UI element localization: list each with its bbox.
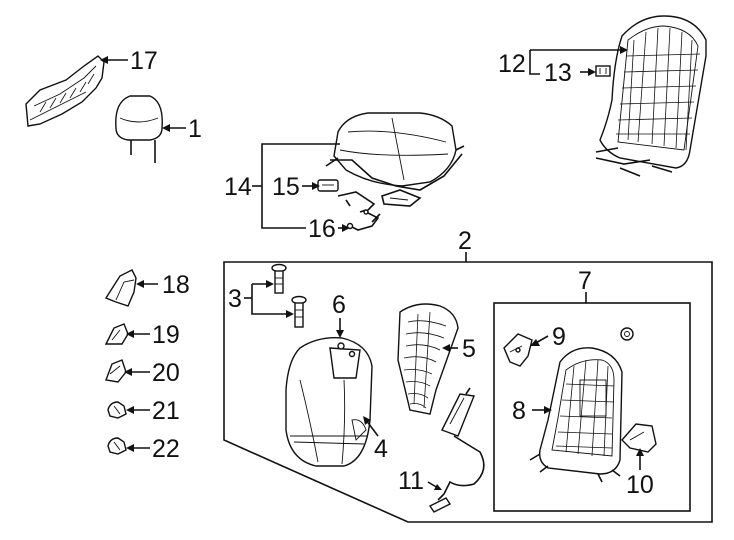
label-1: 1	[188, 115, 202, 143]
label-2: 2	[458, 227, 472, 255]
clip-13-part	[595, 65, 611, 77]
label-7: 7	[578, 267, 592, 295]
label-15: 15	[272, 173, 300, 201]
label-21: 21	[152, 397, 180, 425]
label-5: 5	[462, 335, 476, 363]
clip-21-part	[107, 401, 127, 419]
seat-back-guide-part	[428, 387, 485, 513]
lumbar-frame-part	[529, 347, 623, 483]
label-3: 3	[228, 285, 242, 313]
assembly-7-outline	[493, 302, 691, 512]
label-12: 12	[498, 50, 526, 78]
label-18: 18	[162, 271, 190, 299]
label-17: 17	[130, 47, 158, 75]
cushion-harness-part	[337, 191, 381, 231]
clip-22-part	[107, 437, 127, 455]
label-22: 22	[152, 435, 180, 463]
clip-19-part	[104, 323, 129, 345]
label-4: 4	[374, 435, 388, 463]
nut-part	[620, 327, 634, 341]
label-8: 8	[512, 397, 526, 425]
bolt-parts	[271, 263, 307, 328]
clip-20-part	[105, 359, 127, 383]
label-9: 9	[552, 323, 566, 351]
seat-back-frame-part	[595, 15, 707, 177]
seat-cushion-part	[325, 112, 465, 207]
label-19: 19	[152, 321, 180, 349]
label-14: 14	[224, 173, 252, 201]
label-16: 16	[308, 215, 336, 243]
label-11: 11	[398, 467, 424, 495]
cushion-module-part	[317, 179, 339, 192]
callout-lines	[100, 46, 644, 490]
clip-18-part	[104, 269, 137, 307]
label-13: 13	[544, 59, 572, 87]
frame-bracket-9-part	[503, 333, 533, 367]
label-20: 20	[152, 359, 180, 387]
side-shield-part	[25, 55, 105, 127]
label-10: 10	[626, 471, 654, 499]
label-6: 6	[332, 291, 346, 319]
assembly-2-outline	[223, 261, 713, 523]
seat-back-pad-part	[397, 303, 459, 415]
headrest-part	[115, 95, 163, 163]
seat-back-cover-part	[285, 337, 373, 467]
frame-bracket-10-part	[621, 423, 657, 453]
